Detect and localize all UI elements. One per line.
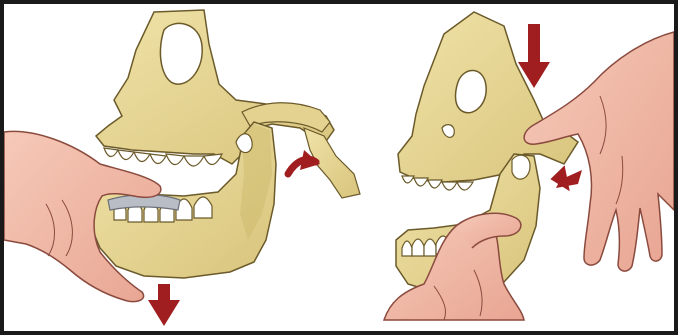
right-skull bbox=[398, 12, 578, 182]
down-arrow-icon bbox=[148, 284, 180, 326]
right-condyle-notch bbox=[512, 155, 530, 179]
right-arrow-icon bbox=[548, 165, 582, 196]
left-skull bbox=[96, 10, 334, 164]
right-panel bbox=[384, 12, 674, 320]
illustration bbox=[4, 4, 674, 331]
left-panel bbox=[4, 10, 360, 326]
